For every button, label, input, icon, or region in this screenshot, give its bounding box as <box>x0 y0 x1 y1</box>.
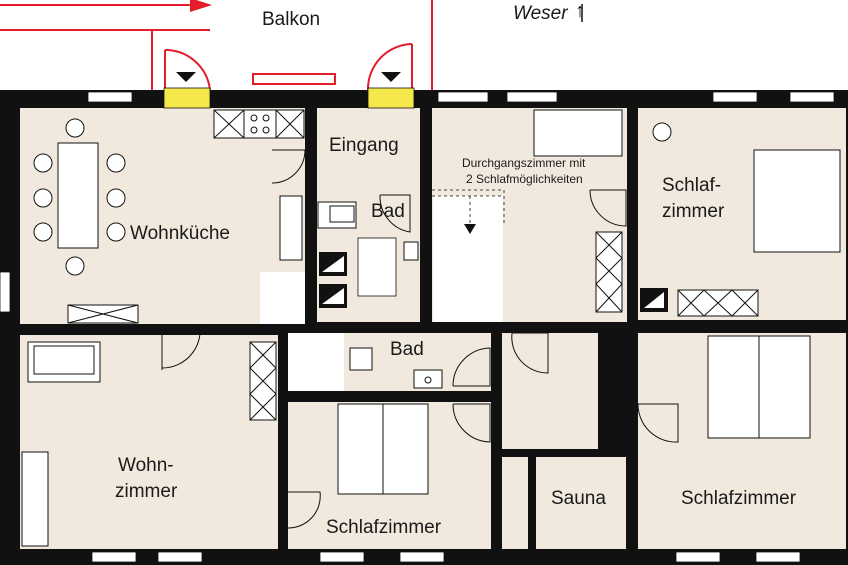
label-schlafzimmer-mid: Schlafzimmer <box>326 517 442 538</box>
bed-schlafzimmer-right <box>707 335 811 439</box>
label-eingang: Eingang <box>329 135 399 156</box>
shower-top <box>357 237 397 297</box>
bed-schlafzimmer-top <box>652 122 841 317</box>
label-wohnkueche: Wohnküche <box>130 223 230 244</box>
shower-mid <box>288 333 344 391</box>
label-bad-top: Bad <box>371 201 405 222</box>
label-durchgang-1: Durchgangszimmer mit <box>462 156 586 170</box>
dining-table <box>33 118 126 276</box>
label-schlafzimmer-top-1: Schlaf- <box>662 175 722 196</box>
bed-schlafzimmer-mid <box>337 403 429 495</box>
utility-notch <box>598 333 626 357</box>
door-swings <box>161 149 679 529</box>
room-eingang <box>317 108 420 188</box>
balcony-door-left[interactable] <box>164 48 211 91</box>
direction-arrow-icon: ↑ <box>575 0 585 22</box>
balcony-door-right[interactable] <box>366 43 413 91</box>
label-bad-mid: Bad <box>390 339 424 360</box>
balcony-door-yellow-right <box>367 87 415 109</box>
label-wohnzimmer-2: zimmer <box>115 481 178 502</box>
stair-arrow-icon <box>464 224 476 234</box>
direction-label: Weser <box>513 3 568 24</box>
stair-dashes <box>432 189 505 226</box>
room-hall <box>502 333 598 449</box>
balcony-label: Balkon <box>262 9 321 30</box>
door-down-arrow-icon <box>176 72 196 82</box>
bath-fixtures <box>317 201 443 389</box>
label-wohnzimmer-1: Wohn- <box>118 455 174 476</box>
label-durchgang-2: 2 Schlafmöglichkeiten <box>466 172 583 186</box>
stair-area <box>433 196 503 322</box>
balcony-door-yellow-left <box>163 87 211 109</box>
shaft-icons <box>319 252 668 312</box>
kitchen-white-area <box>260 272 305 324</box>
entrance-arrow-icon <box>190 0 212 12</box>
label-schlafzimmer-right: Schlafzimmer <box>681 488 797 509</box>
kitchen-counter <box>67 109 305 324</box>
door-down-arrow-icon <box>381 72 401 82</box>
label-schlafzimmer-top-2: zimmer <box>662 201 725 222</box>
balcony-outline <box>0 0 433 90</box>
sofa <box>21 341 277 547</box>
windows <box>0 91 835 563</box>
bed-durchgang <box>533 109 623 313</box>
room-sauna <box>536 457 626 549</box>
room-corridor <box>502 457 528 549</box>
label-sauna: Sauna <box>551 488 606 509</box>
